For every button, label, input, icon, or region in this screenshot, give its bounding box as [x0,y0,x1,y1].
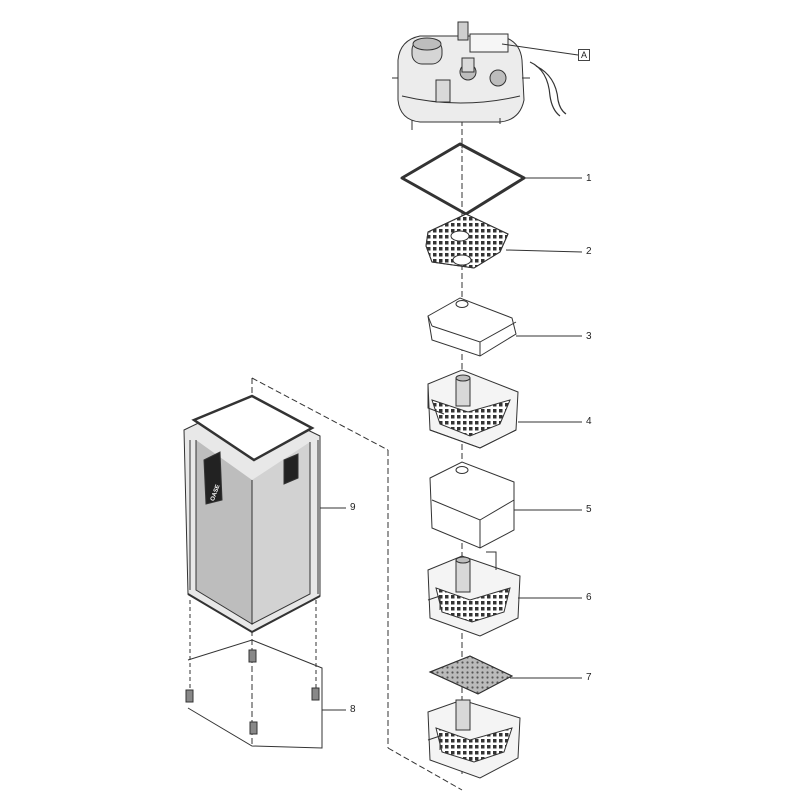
foam-block-mid [429,461,515,549]
media-bag [428,655,514,695]
label-2: 2 [586,246,592,257]
foot [311,687,320,701]
foot [249,721,258,735]
label-8: 8 [350,704,356,715]
label-a: A [578,49,591,61]
foam-block-top [427,297,517,357]
leader-line-a [501,43,579,56]
foot [248,649,257,663]
label-5: 5 [586,504,592,515]
feet-set [185,639,323,749]
canister-housing [183,394,321,634]
gasket-ring [400,142,526,216]
leader-line-2 [505,249,583,253]
media-basket-4 [427,369,519,449]
media-basket-6 [427,551,521,637]
media-basket-bottom [427,699,521,779]
grid-plate [425,213,509,269]
assembly-axis-line [387,747,463,791]
assembly-axis-line [251,377,389,451]
label-1: 1 [586,173,592,184]
label-6: 6 [586,592,592,603]
label-7: 7 [586,672,592,683]
label-3: 3 [586,331,592,342]
filter-head [392,21,567,130]
foot [185,689,194,703]
label-4: 4 [586,416,592,427]
label-9: 9 [350,502,356,513]
